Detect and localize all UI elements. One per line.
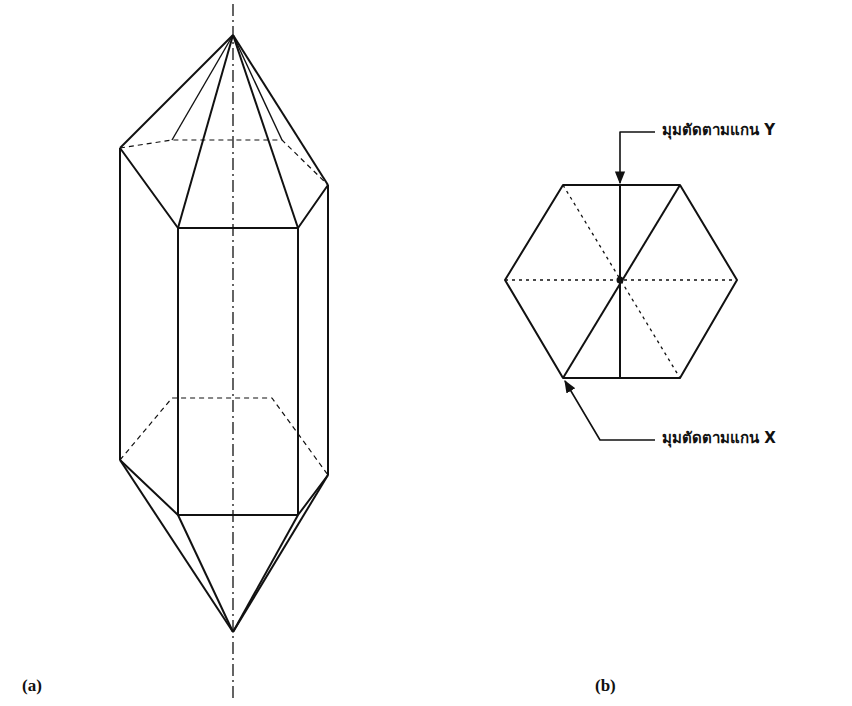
figure-tag: (a): [22, 676, 42, 696]
top-pyramid: [120, 35, 328, 228]
hexagonal-prism: [120, 148, 328, 515]
cut-angle-label: มุมตัดตามแกน X: [662, 429, 776, 447]
hexagon-section: [505, 185, 737, 378]
bottom-pyramid: [120, 460, 328, 632]
cut-angle-label: มุมตัดตามแกน Y: [662, 121, 775, 139]
leader-arrow: [620, 132, 655, 183]
figure-tag: (b): [595, 676, 616, 696]
optical-axis: [232, 4, 233, 702]
leader-arrow: [565, 381, 655, 440]
